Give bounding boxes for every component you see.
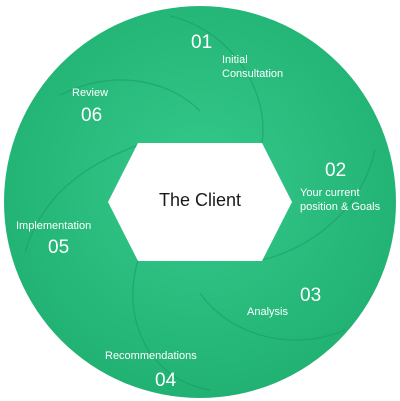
stage-02-number: 02 — [325, 160, 346, 181]
stage-03-label-line-1: Analysis — [247, 306, 288, 318]
stage-06-number: 06 — [81, 105, 102, 126]
stage-04: Recommendations 04 — [105, 350, 197, 391]
stage-02-label-line-1: Your current — [300, 187, 360, 199]
stage-06-label-line-1: Review — [72, 87, 108, 99]
center-label: The Client — [159, 190, 241, 210]
stage-04-label-line-1: Recommendations — [105, 350, 197, 362]
center-hexagon — [108, 143, 292, 261]
stage-05-label-line-1: Implementation — [16, 220, 91, 232]
stage-04-number: 04 — [155, 370, 177, 391]
stage-01: 01 Initial Consultation — [191, 32, 283, 80]
segment-dividers — [24, 15, 376, 391]
stage-05-number: 05 — [48, 237, 69, 258]
stage-03-number: 03 — [300, 285, 321, 306]
stage-01-label-line-1: Initial — [222, 54, 248, 66]
stage-03: 03 Analysis — [247, 285, 321, 318]
stage-01-label-line-2: Consultation — [222, 68, 283, 80]
stage-05: Implementation 05 — [16, 220, 91, 258]
stage-01-number: 01 — [191, 32, 212, 53]
stage-06: Review 06 — [72, 87, 108, 126]
stage-02: 02 Your current position & Goals — [300, 160, 381, 213]
stage-02-label-line-2: position & Goals — [300, 201, 381, 213]
